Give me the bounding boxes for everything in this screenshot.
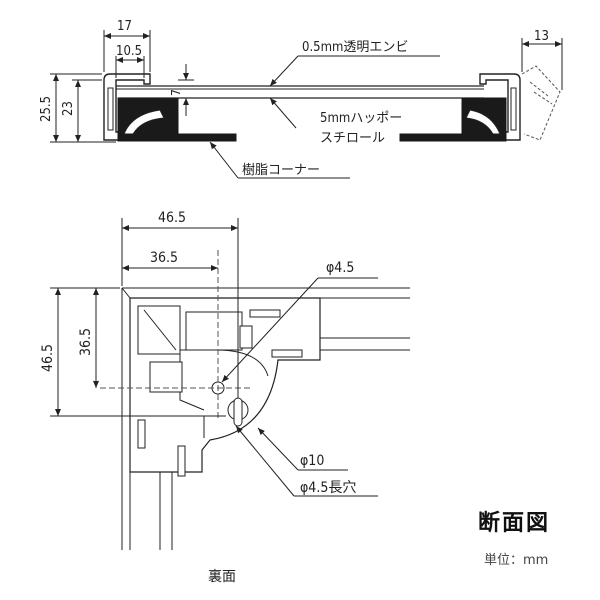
corner-back-view: [50, 218, 410, 550]
dim-17-label: 17: [117, 19, 132, 34]
left-inner-curve: [123, 109, 165, 137]
open-state-dashed: [521, 65, 561, 141]
dim-36-5-v-label: 36.5: [78, 328, 94, 356]
dim-23-label: 23: [61, 101, 76, 116]
dim-10-5-label: 10.5: [116, 44, 142, 59]
leader-hole-10: [257, 427, 299, 471]
leader-styrofoam: [269, 97, 297, 129]
slot-3: [271, 349, 303, 358]
slot-label: φ4.5長穴: [300, 480, 356, 496]
keyhole-slot: [233, 397, 243, 427]
frame-rail-top: [122, 287, 410, 299]
leader-clear-pvc: [269, 55, 299, 87]
dim-46-5-h-label: 46.5: [158, 210, 186, 226]
styrofoam-label-2: スチロール: [320, 131, 385, 146]
right-bottom-plate: [399, 133, 507, 142]
leader-resin-corner: [209, 141, 239, 179]
frame-rail-left: [121, 288, 131, 550]
dim-25-5-label: 25.5: [39, 96, 54, 122]
styrofoam-label-1: 5mmハッポー: [320, 111, 402, 126]
slot-5: [177, 445, 186, 477]
leader-hole-4-5: [221, 277, 319, 383]
clear-pvc-label: 0.5mm透明エンビ: [302, 40, 408, 55]
slot-2: [249, 309, 281, 318]
slot-7: [239, 325, 253, 349]
slot-8: [149, 361, 183, 393]
right-inner-curve: [465, 109, 501, 137]
dim-13-label: 13: [534, 29, 549, 44]
resin-corner-label: 樹脂コーナー: [242, 163, 320, 178]
left-bottom-plate: [117, 133, 237, 142]
page-heading: 断面図: [478, 511, 551, 536]
slot-4: [137, 419, 146, 449]
hole-10-label: φ10: [300, 453, 324, 469]
unit-note: 単位：mm: [484, 553, 549, 568]
hole-4-5-label: φ4.5: [326, 260, 354, 276]
slot-6: [185, 311, 243, 351]
leader-slot: [235, 425, 295, 497]
dim-46-5-v-label: 46.5: [40, 344, 56, 372]
dim-36-5-h-label: 36.5: [150, 250, 178, 266]
cross-section: [50, 30, 563, 179]
back-side-caption: 裏面: [208, 569, 236, 585]
dim-7-label: 7: [169, 89, 183, 96]
